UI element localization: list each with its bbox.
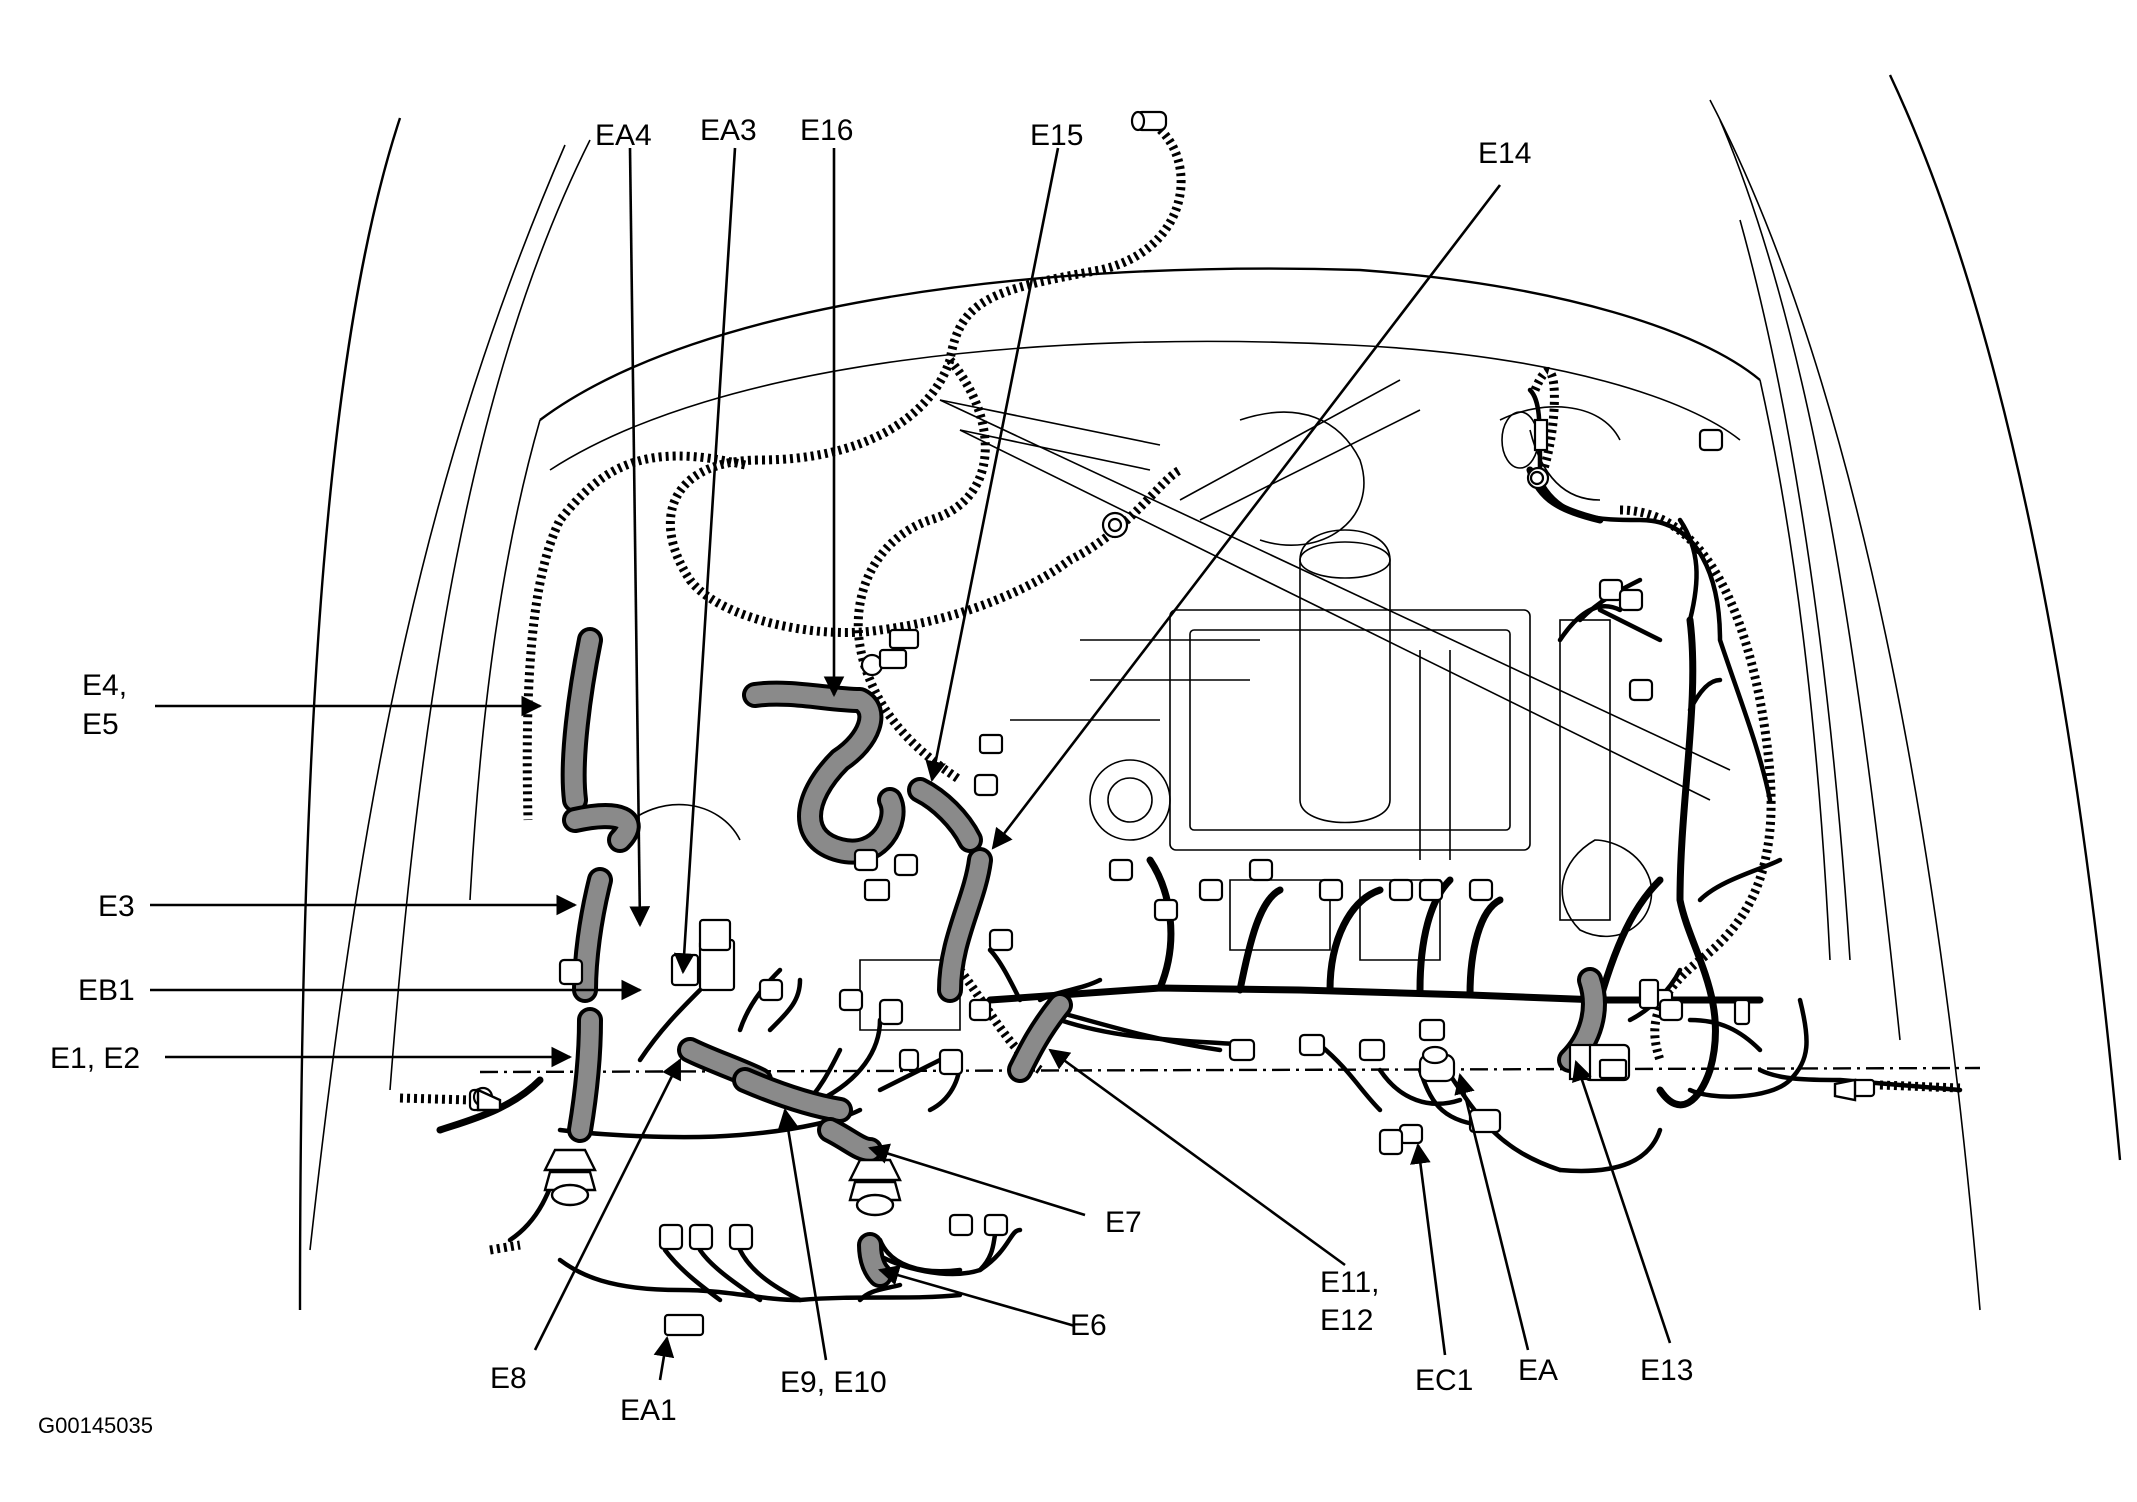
label-e13: E13: [1640, 1354, 1693, 1387]
label-ea: EA: [1518, 1354, 1558, 1387]
connector-ea1: [663, 1313, 705, 1337]
label-e6: E6: [1070, 1309, 1107, 1342]
harness-stubs: [399, 1080, 1961, 1255]
label-eb1: EB1: [78, 974, 135, 1007]
label-ea4: EA4: [595, 119, 652, 152]
label-e8: E8: [490, 1362, 527, 1395]
vehicle-body-outline: [298, 74, 2122, 1311]
label-e14: E14: [1478, 137, 1531, 170]
main-wiring-harness: [436, 387, 1963, 1303]
label-e7: E7: [1105, 1206, 1142, 1239]
label-e11-line1: E11,: [1320, 1266, 1380, 1299]
labels: EA4 EA3 E16 E15 E14 E4, E5 E3 EB1 E1, E2…: [38, 114, 1693, 1438]
label-e4-line2: E5: [82, 708, 119, 741]
engine-block-sketch: [619, 406, 1653, 1031]
label-e9-e10: E9, E10: [780, 1366, 887, 1399]
connectors: [468, 110, 1876, 1337]
label-ec1: EC1: [1415, 1364, 1473, 1397]
figure-id: G00145035: [38, 1413, 153, 1438]
grommets: [476, 1078, 1857, 1217]
label-ea1: EA1: [620, 1394, 677, 1427]
label-e4-line1: E4,: [82, 669, 127, 702]
label-e15: E15: [1030, 119, 1083, 152]
label-e1-e2: E1, E2: [50, 1042, 140, 1075]
leader-lines: [150, 147, 1672, 1381]
label-ea3: EA3: [700, 114, 757, 147]
label-e11-line2: E12: [1320, 1304, 1373, 1337]
label-e16: E16: [800, 114, 853, 147]
label-e3: E3: [98, 890, 135, 923]
convoluted-harness-runs: [522, 121, 1776, 1074]
